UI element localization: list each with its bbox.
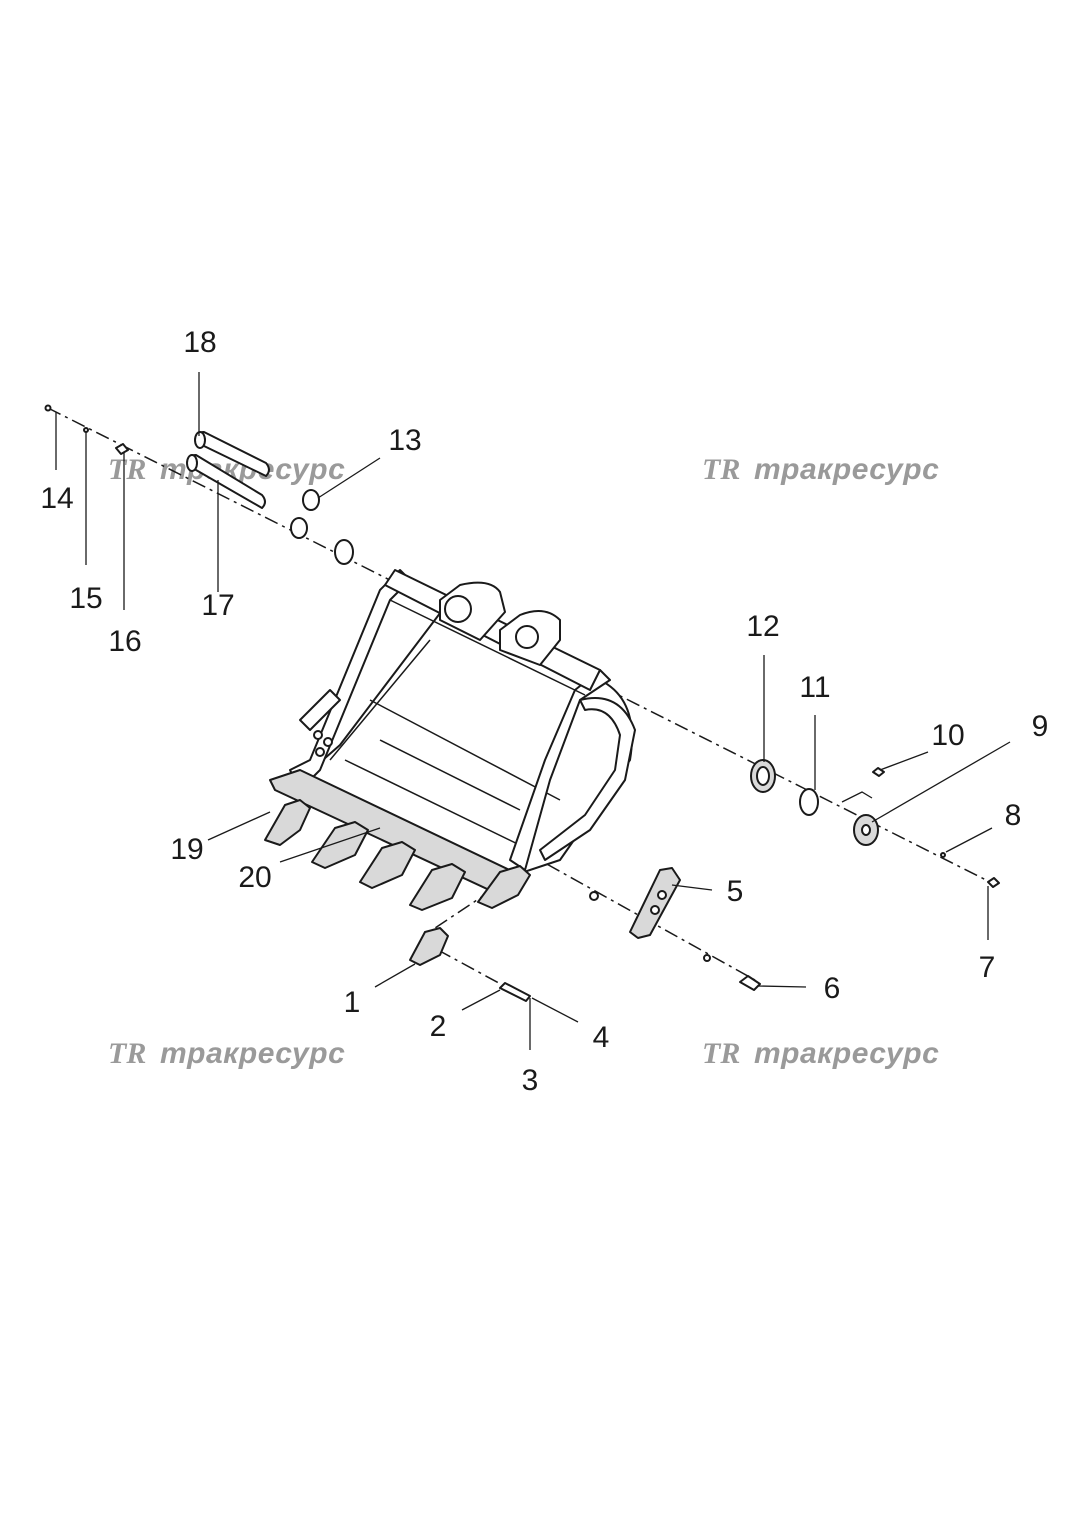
leader-9-branch	[841, 791, 873, 803]
bucket-teeth	[264, 799, 531, 911]
tooth-20	[311, 821, 369, 869]
leader-19	[207, 811, 271, 841]
bucket	[269, 569, 636, 896]
right-side-plate	[509, 669, 611, 871]
leader-4	[531, 997, 579, 1023]
ring-11	[799, 788, 819, 816]
callout-7: 7	[979, 951, 996, 984]
callout-3: 3	[522, 1064, 539, 1097]
corner-adapter-19	[264, 799, 311, 846]
watermark-bottom-right: TR тракресурс	[702, 1037, 939, 1070]
callout-12: 12	[746, 610, 779, 643]
bolt-7	[987, 877, 1000, 888]
callout-18: 18	[183, 326, 216, 359]
callout-10: 10	[931, 719, 964, 752]
callout-14: 14	[40, 482, 73, 515]
watermark-bottom-left: TR тракресурс	[108, 1037, 345, 1070]
cutter-bolt-hole	[650, 905, 660, 915]
bolt-hole	[313, 730, 323, 740]
callout-1: 1	[344, 986, 361, 1019]
leader-5	[671, 884, 713, 891]
callout-15: 15	[69, 582, 102, 615]
leader-20	[279, 827, 381, 863]
nut-16	[115, 443, 129, 455]
callout-4: 4	[593, 1021, 610, 1054]
leader-13	[317, 457, 381, 499]
callout-2: 2	[430, 1010, 447, 1043]
watermark-logo: TR	[702, 1037, 740, 1070]
leader-10	[879, 751, 929, 771]
right-pin-hole	[515, 625, 539, 649]
watermark-brand: тракресурс	[160, 1037, 345, 1070]
callout-20: 20	[238, 861, 271, 894]
washer-15	[83, 427, 89, 433]
plate-9-hole	[861, 824, 871, 836]
o-ring-13	[302, 489, 320, 511]
washer	[703, 954, 711, 962]
callout-16: 16	[108, 625, 141, 658]
leader-lines	[55, 372, 1011, 1050]
o-ring-large	[334, 539, 354, 565]
watermark-brand: тракресурс	[754, 453, 939, 486]
top-tube-edge	[389, 599, 586, 696]
callout-17: 17	[201, 589, 234, 622]
callout-13: 13	[388, 424, 421, 457]
side-cutter-5	[629, 867, 681, 939]
pin-10	[872, 767, 885, 777]
callout-8: 8	[1005, 799, 1022, 832]
bolt-hole	[323, 737, 333, 747]
right-cheek	[539, 697, 636, 861]
main-pin-axis	[47, 407, 997, 886]
washer-8	[940, 852, 946, 858]
watermark-logo: TR	[108, 1037, 146, 1070]
leader-9	[871, 741, 1011, 823]
pin-18-end	[194, 431, 206, 449]
leader-1	[374, 963, 416, 988]
corner-adapter-right	[477, 865, 531, 909]
leader-2	[461, 989, 501, 1011]
left-pin-hole	[444, 595, 472, 623]
bolt-6	[739, 975, 761, 991]
left-wear-strip	[299, 689, 341, 731]
bolt-14	[44, 404, 52, 412]
bolt-hole	[315, 747, 325, 757]
tooth-pin-2	[499, 982, 531, 1002]
callout-9: 9	[1032, 710, 1049, 743]
tooth-1	[409, 927, 449, 966]
leader-6	[757, 985, 807, 988]
callout-labels: 1 2 3 4 5 6 7 8 9 10 11 12 13 14 15 16 1…	[40, 326, 1048, 1097]
cutter-bolt-hole	[657, 890, 667, 900]
o-ring	[290, 517, 308, 539]
leader-8	[945, 827, 993, 853]
watermark-logo: TR	[108, 453, 146, 486]
callout-5: 5	[727, 875, 744, 908]
tooth-20	[359, 841, 416, 889]
watermark-logo: TR	[702, 453, 740, 486]
watermark-brand: тракресурс	[754, 1037, 939, 1070]
ring-12-inner	[756, 766, 770, 786]
tooth-20	[409, 863, 466, 911]
nut	[589, 891, 599, 901]
watermark-top-right: TR тракресурс	[702, 453, 939, 486]
bucket-inner-lines	[329, 639, 561, 851]
callout-6: 6	[824, 972, 841, 1005]
callout-19: 19	[170, 833, 203, 866]
pin-17-end	[186, 454, 198, 472]
callout-11: 11	[799, 671, 830, 704]
